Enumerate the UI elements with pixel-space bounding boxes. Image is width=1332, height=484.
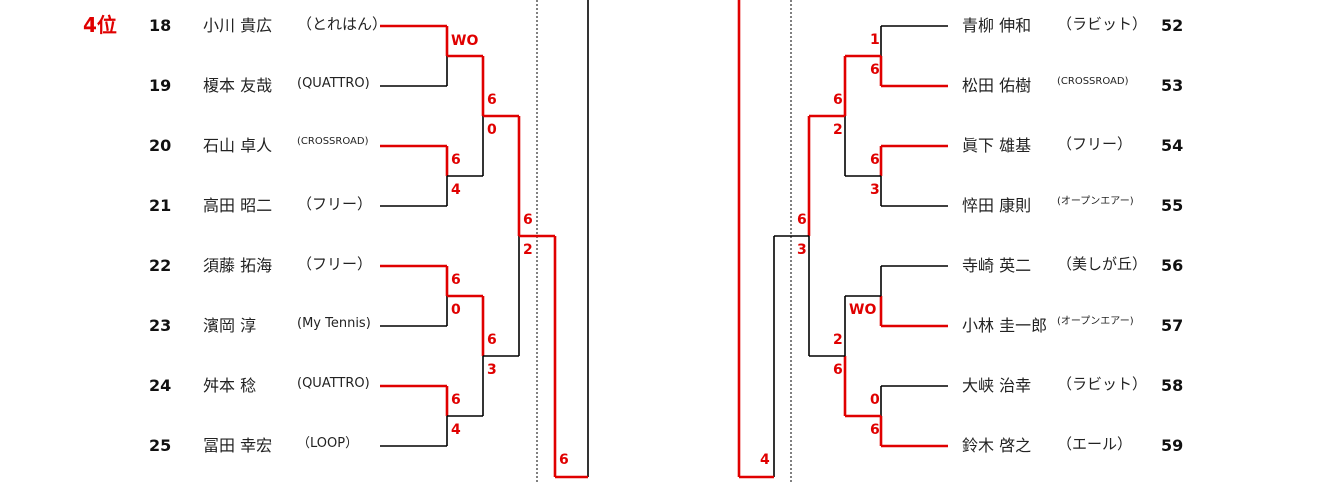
match-score: WO: [849, 302, 877, 318]
match-score: 2: [523, 242, 533, 258]
player-name: 濱岡 淳: [203, 316, 257, 335]
match-score: 6: [451, 272, 461, 288]
match-score: 6: [833, 92, 843, 108]
match-score: 3: [797, 242, 807, 258]
match-score: 6: [870, 152, 880, 168]
player-name: 青柳 伸和: [962, 16, 1032, 35]
player-seed: 23: [149, 316, 172, 335]
player-seed: 55: [1161, 196, 1184, 215]
player-club: （フリー）: [297, 255, 373, 273]
match-score: 4: [760, 452, 770, 468]
player-club: (オープンエアー): [1057, 316, 1134, 327]
match-score: 4: [451, 182, 461, 198]
match-score: 6: [833, 362, 843, 378]
match-score: 6: [451, 392, 461, 408]
player-seed: 59: [1161, 436, 1184, 455]
match-score: 1: [870, 32, 880, 48]
player-club: (オープンエアー): [1057, 196, 1134, 207]
player-seed: 19: [149, 76, 172, 95]
player-name: 眞下 雄基: [962, 136, 1032, 155]
player-name: 鈴木 啓之: [962, 436, 1032, 455]
match-score: 3: [870, 182, 880, 198]
player-name: 冨田 幸宏: [203, 436, 273, 455]
player-club: （ラビット）: [1057, 15, 1148, 33]
match-score: WO: [451, 33, 479, 49]
rank-label: 4位: [83, 13, 117, 37]
player-seed: 25: [149, 436, 172, 455]
player-club: (CROSSROAD): [1057, 76, 1129, 87]
player-name: 高田 昭二: [203, 196, 273, 215]
player-name: 榎本 友哉: [203, 76, 273, 95]
player-club: （とれはん）: [297, 15, 388, 33]
match-score: 6: [451, 152, 461, 168]
player-club: (CROSSROAD): [297, 136, 369, 147]
player-seed: 24: [149, 376, 172, 395]
player-seed: 22: [149, 256, 172, 275]
player-seed: 57: [1161, 316, 1184, 335]
player-name: 小川 貴広: [203, 16, 273, 35]
player-name: 寺崎 英二: [962, 256, 1032, 275]
player-name: 悴田 康則: [962, 196, 1032, 215]
player-name: 松田 佑樹: [962, 76, 1032, 95]
match-score: 2: [833, 122, 843, 138]
match-score: 6: [487, 332, 497, 348]
player-seed: 18: [149, 16, 172, 35]
player-seed: 56: [1161, 256, 1184, 275]
match-score: 3: [487, 362, 497, 378]
player-club: （LOOP）: [297, 436, 359, 451]
player-club: （エール）: [1057, 435, 1133, 453]
player-name: 小林 圭一郎: [962, 316, 1048, 335]
player-seed: 54: [1161, 136, 1184, 155]
player-club: （ラビット）: [1057, 375, 1148, 393]
match-score: 4: [451, 422, 461, 438]
match-score: 6: [523, 212, 533, 228]
player-name: 大峡 治幸: [962, 376, 1032, 395]
match-score: 6: [870, 62, 880, 78]
match-score: 6: [870, 422, 880, 438]
player-name: 石山 卓人: [203, 136, 273, 155]
player-seed: 53: [1161, 76, 1184, 95]
match-score: 6: [797, 212, 807, 228]
player-name: 舛本 稔: [203, 376, 257, 395]
player-name: 須藤 拓海: [203, 256, 273, 275]
match-score: 0: [870, 392, 880, 408]
player-club: (My Tennis): [297, 316, 371, 331]
match-score: 0: [487, 122, 497, 138]
match-score: 6: [559, 452, 569, 468]
match-score: 6: [487, 92, 497, 108]
match-score: 0: [451, 302, 461, 318]
player-club: （フリー）: [1057, 135, 1133, 153]
match-score: 2: [833, 332, 843, 348]
player-seed: 20: [149, 136, 172, 155]
player-seed: 58: [1161, 376, 1184, 395]
player-seed: 21: [149, 196, 172, 215]
player-seed: 52: [1161, 16, 1184, 35]
player-club: (QUATTRO): [297, 76, 370, 91]
player-club: （フリー）: [297, 195, 373, 213]
player-club: （美しが丘）: [1057, 255, 1148, 273]
player-club: (QUATTRO): [297, 376, 370, 391]
